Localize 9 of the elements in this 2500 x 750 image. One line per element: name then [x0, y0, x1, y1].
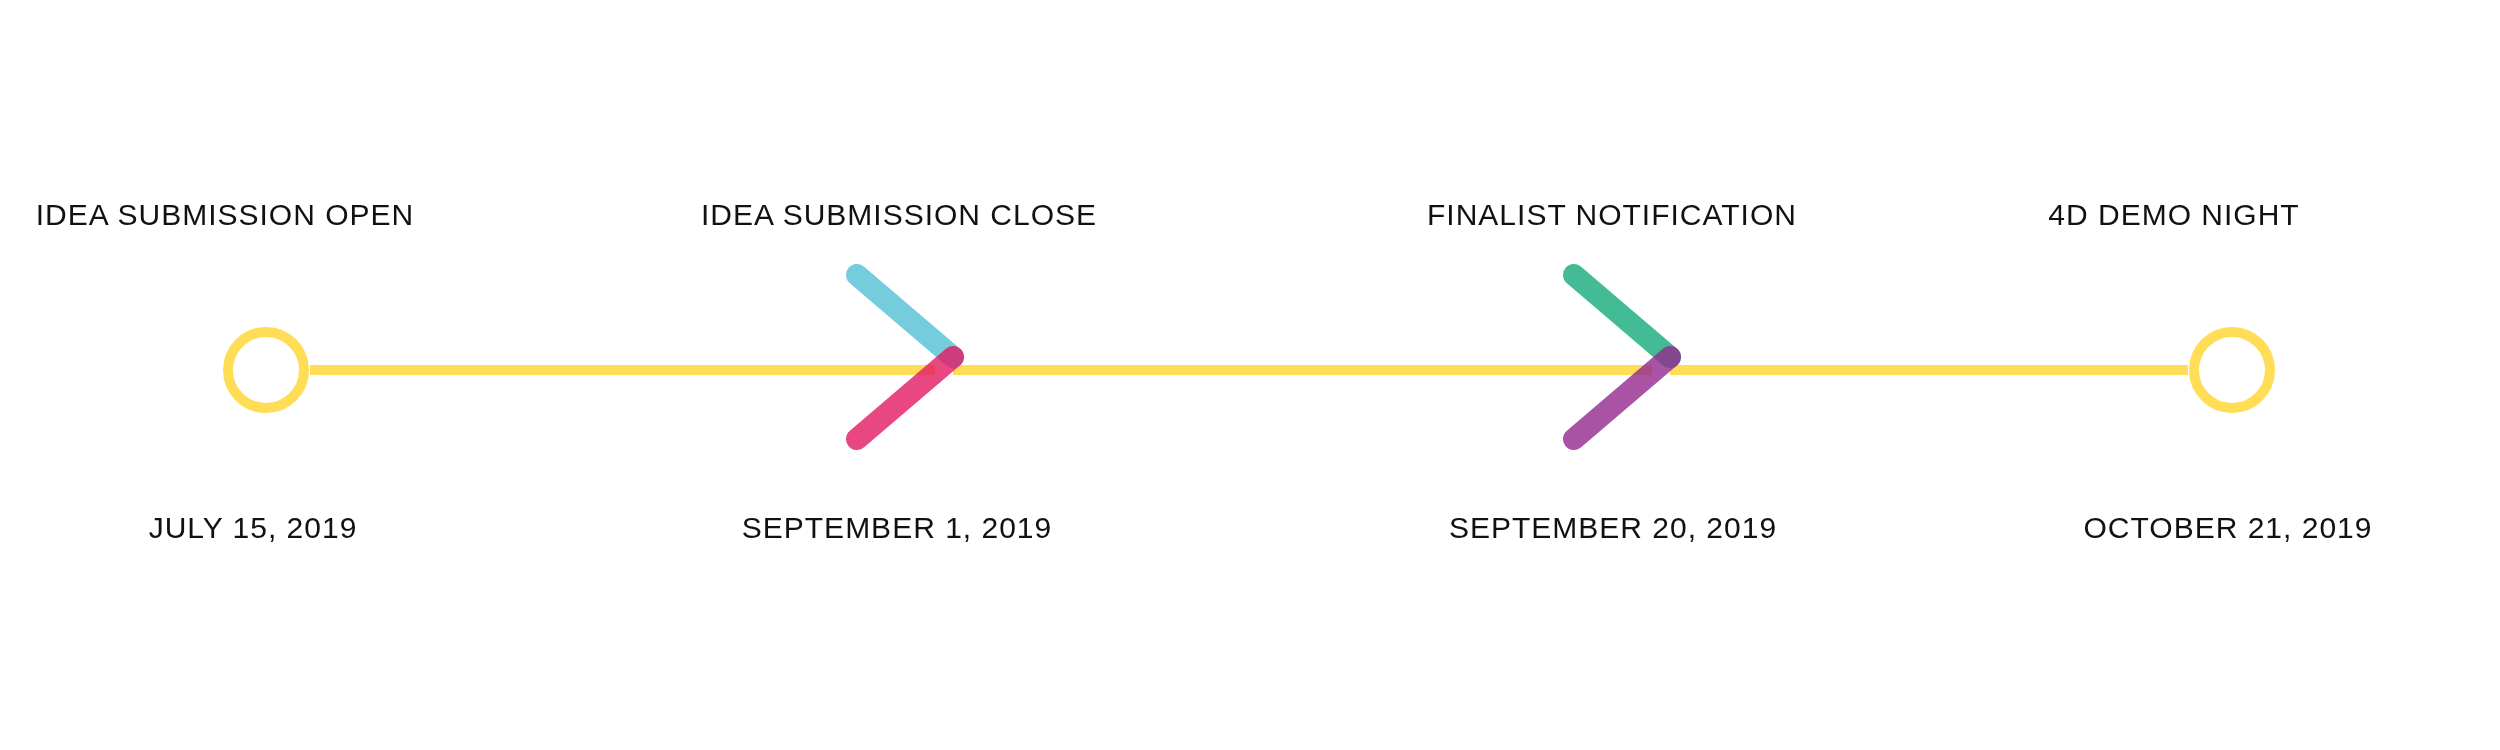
- milestone-title: IDEA SUBMISSION OPEN: [35, 198, 415, 232]
- milestone-date: SEPTEMBER 1, 2019: [741, 511, 1053, 545]
- timeline-line: [1670, 365, 2188, 375]
- milestone-title: IDEA SUBMISSION CLOSE: [700, 198, 1098, 232]
- milestone-title: 4D DEMO NIGHT: [2048, 198, 2300, 232]
- milestone-date: JULY 15, 2019: [148, 511, 358, 545]
- milestone-title: FINALIST NOTIFICATION: [1427, 198, 1797, 232]
- milestone-date: OCTOBER 21, 2019: [2083, 511, 2373, 545]
- milestone-date: SEPTEMBER 20, 2019: [1448, 511, 1778, 545]
